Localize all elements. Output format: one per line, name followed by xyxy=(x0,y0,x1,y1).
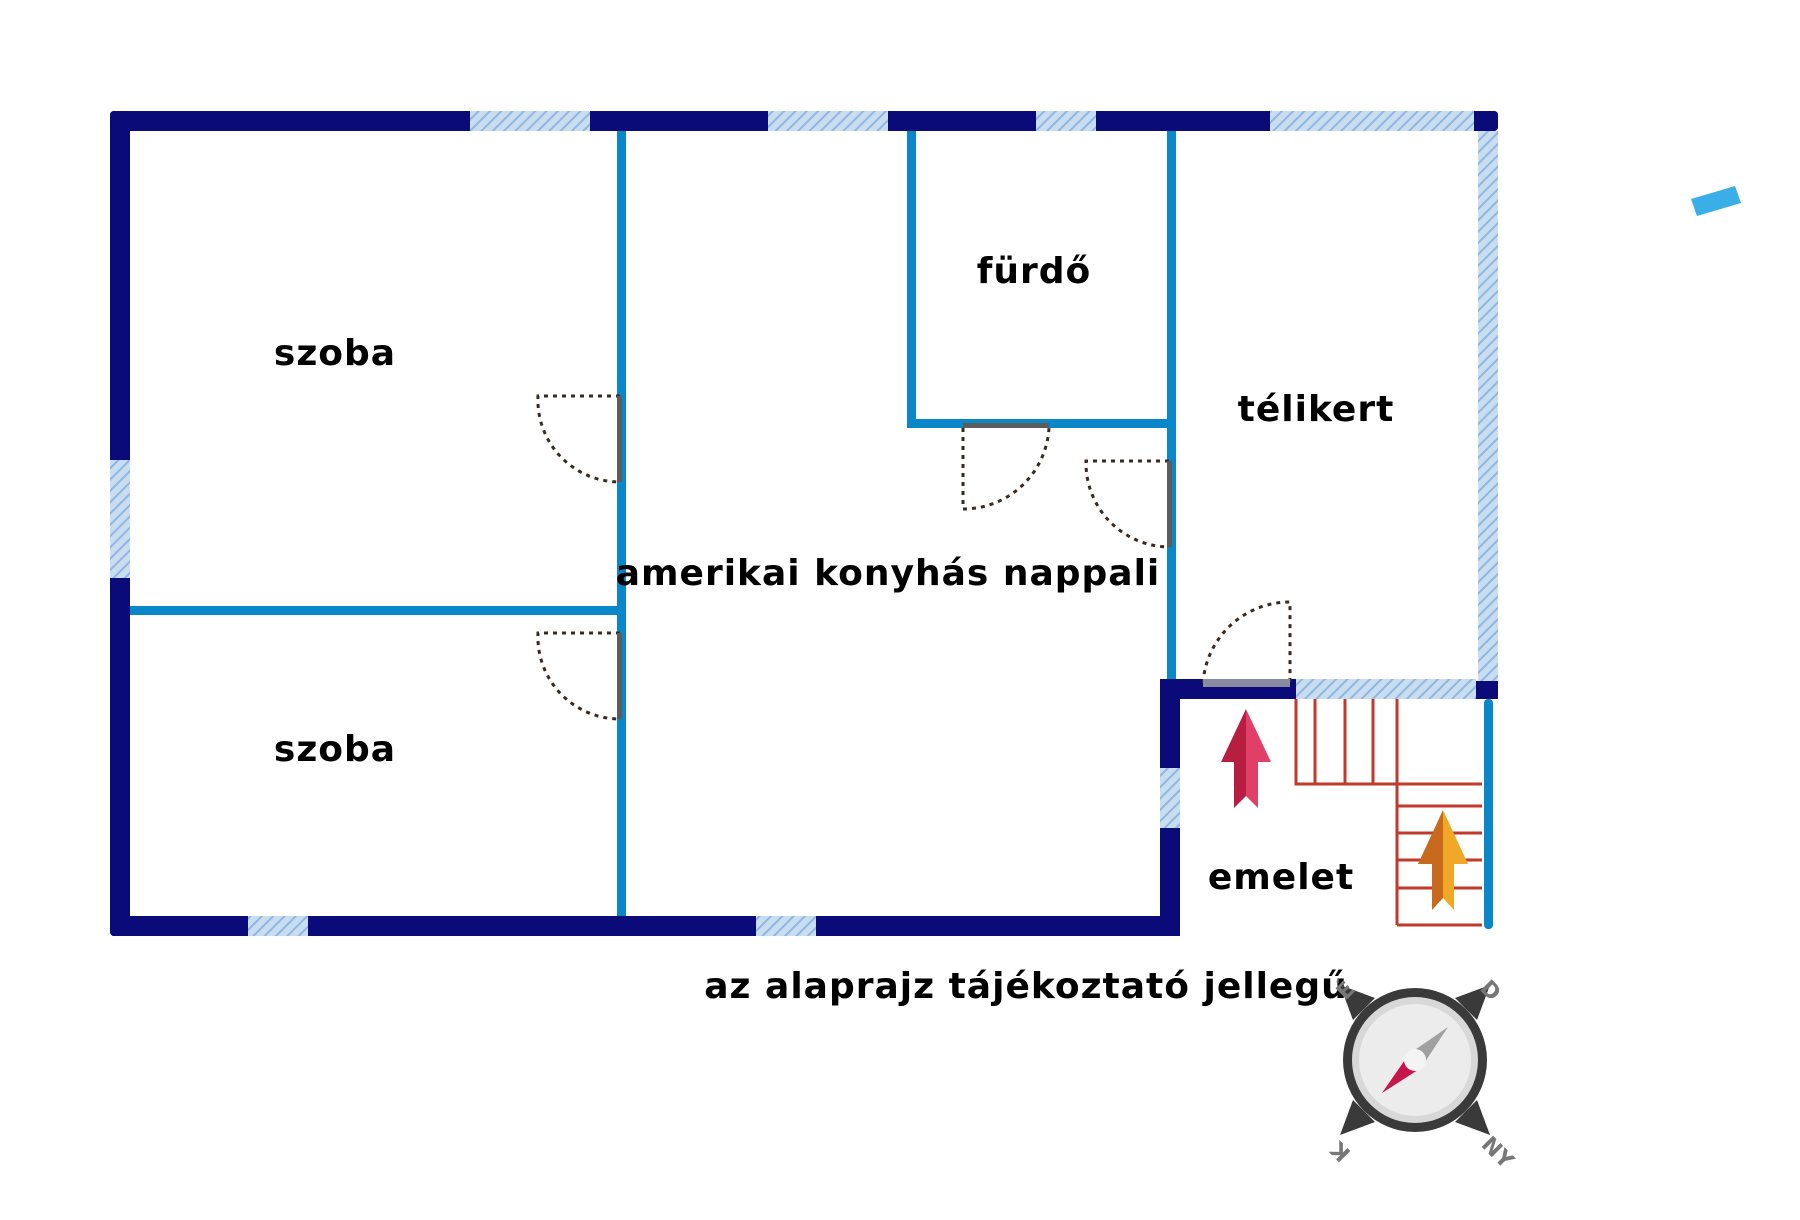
windows xyxy=(110,111,1498,936)
window-top-1 xyxy=(470,111,590,131)
compass-icon: É D NY K xyxy=(1326,976,1519,1175)
compass-spike-sw xyxy=(1340,1100,1375,1135)
entrance-arrow-icon xyxy=(1221,709,1271,808)
door-swing-entrance xyxy=(1201,600,1292,684)
inner-wall-furdo-left xyxy=(907,131,916,428)
room-label-telikert: télikert xyxy=(1238,389,1395,430)
window-top-2 xyxy=(768,111,888,131)
disclaimer-note: az alaprajz tájékoztató jellegű xyxy=(704,966,1348,1007)
room-label-furdo: fürdő xyxy=(977,251,1092,292)
staircase xyxy=(1294,699,1482,927)
compass-spike-se xyxy=(1455,1100,1490,1135)
door-swing-telikert xyxy=(1084,459,1170,549)
window-stair-top xyxy=(1296,679,1476,699)
inner-wall-rooms-divider xyxy=(617,131,626,916)
window-left xyxy=(110,460,130,578)
room-label-szoba-bottom: szoba xyxy=(274,729,396,770)
room-label-nappali: amerikai konyhás nappali xyxy=(616,553,1161,594)
window-bottom-2 xyxy=(756,916,816,936)
compass-spike-nw xyxy=(1340,985,1375,1020)
outer-wall-bottom xyxy=(110,916,1180,936)
room-label-emelet: emelet xyxy=(1208,857,1354,898)
outer-walls xyxy=(110,111,1498,936)
door-swing-szoba-bottom xyxy=(536,631,621,721)
compass-letter-west: NY xyxy=(1476,1132,1519,1175)
stair-up-arrow-icon xyxy=(1418,810,1468,910)
window-top-3 xyxy=(1036,111,1096,131)
window-lower-right xyxy=(1160,768,1180,828)
stair-outline-upper xyxy=(1294,699,1397,786)
compass-pivot xyxy=(1404,1049,1426,1071)
inner-wall-szoba-divider xyxy=(130,606,622,615)
marker-icon xyxy=(1691,186,1741,216)
compass-spike-ne xyxy=(1455,985,1490,1020)
door-leaves xyxy=(617,396,1290,719)
door-leaf-szoba-bottom xyxy=(617,633,622,719)
window-right xyxy=(1478,131,1498,681)
window-bottom-1 xyxy=(248,916,308,936)
doors xyxy=(536,394,1292,721)
inner-walls xyxy=(130,131,1493,929)
inner-wall-stair-right xyxy=(1484,699,1493,929)
door-leaf-entrance xyxy=(1203,679,1290,687)
outer-wall-corner-top-right xyxy=(1478,111,1498,131)
door-leaf-telikert xyxy=(1167,461,1172,547)
window-top-4 xyxy=(1270,111,1474,131)
compass-letter-east: K xyxy=(1326,1135,1356,1165)
outer-wall-corner-right xyxy=(1476,681,1498,699)
room-label-szoba-top: szoba xyxy=(274,333,396,374)
door-swing-furdo xyxy=(961,427,1051,511)
door-leaf-furdo xyxy=(963,423,1049,428)
inner-wall-telikert-left xyxy=(1167,131,1176,679)
door-swing-szoba-top xyxy=(536,394,621,484)
door-leaf-szoba-top xyxy=(617,396,622,482)
